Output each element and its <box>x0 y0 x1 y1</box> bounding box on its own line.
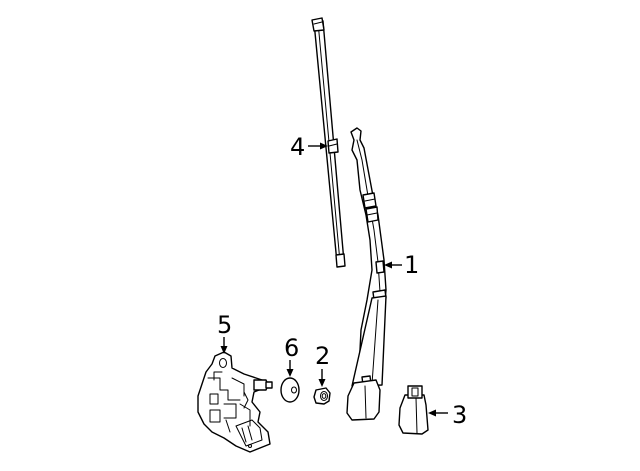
callout-label-6: 6 <box>284 334 299 362</box>
callout-1: 1 <box>384 251 419 279</box>
arm-cap-part <box>398 385 429 435</box>
wiper-blade-part <box>311 17 346 268</box>
callout-label-2: 2 <box>315 342 330 370</box>
callout-6: 6 <box>284 334 299 377</box>
nut-part <box>313 387 331 405</box>
callout-3: 3 <box>428 401 467 429</box>
wiper-motor-part <box>197 351 273 453</box>
callout-label-4: 4 <box>290 133 305 161</box>
callout-label-1: 1 <box>404 251 419 279</box>
grommet-part <box>280 377 300 403</box>
callout-label-3: 3 <box>452 401 467 429</box>
callout-2: 2 <box>315 342 330 387</box>
callout-label-5: 5 <box>217 311 232 339</box>
callout-4: 4 <box>290 133 328 161</box>
wiper-arm-part <box>346 127 387 421</box>
callout-5: 5 <box>217 311 232 354</box>
